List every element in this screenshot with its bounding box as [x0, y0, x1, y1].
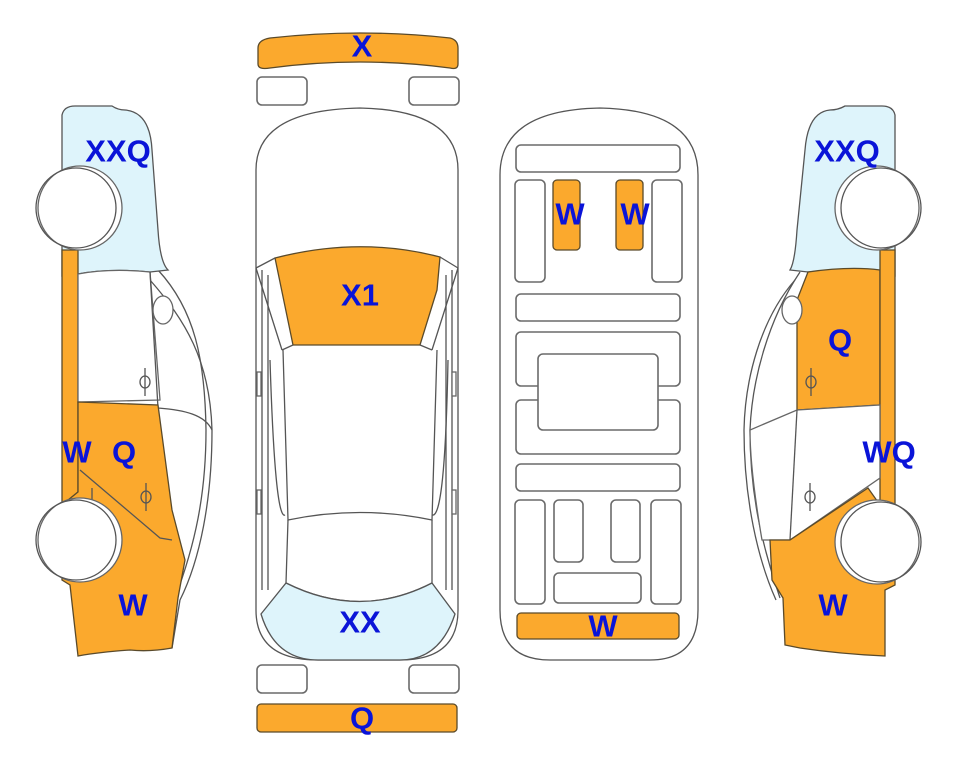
right-front-wheel [834, 165, 920, 251]
under-front-left-label: W [555, 196, 585, 232]
under-front-left-panel[interactable] [552, 179, 581, 251]
left-windshield-label: XXQ [85, 133, 151, 169]
left-side-view [35, 105, 213, 657]
rear-bumper-label: Q [349, 700, 375, 736]
rear-windshield[interactable] [260, 582, 456, 661]
right-rear-wheel [834, 499, 920, 585]
front-bumper[interactable] [257, 32, 459, 70]
hood[interactable] [274, 246, 441, 346]
left-front-door-label: W [62, 434, 92, 470]
rear-bumper[interactable] [256, 703, 458, 733]
under-rear-panel[interactable] [516, 612, 680, 640]
left-rear-door[interactable] [61, 401, 186, 657]
rear-windshield-label: XX [339, 604, 381, 640]
right-side-view [743, 105, 922, 657]
under-front-right-label: W [620, 196, 650, 232]
right-front-door-label: Q [827, 322, 853, 358]
left-rear-quarter-label: W [118, 587, 148, 623]
under-rear-label: W [588, 608, 618, 644]
right-windshield-label: XXQ [814, 133, 880, 169]
front-bumper-label: X [351, 28, 373, 64]
right-rear-pillar-label: WQ [862, 434, 916, 470]
left-front-wheel [37, 165, 123, 251]
left-rear-door-label: Q [111, 434, 137, 470]
underbody-view [499, 107, 699, 661]
left-rear-wheel [37, 497, 123, 583]
hood-label: X1 [341, 277, 379, 313]
under-front-right-panel[interactable] [615, 179, 644, 251]
right-rear-quarter-label: W [818, 587, 848, 623]
top-view [255, 32, 460, 733]
